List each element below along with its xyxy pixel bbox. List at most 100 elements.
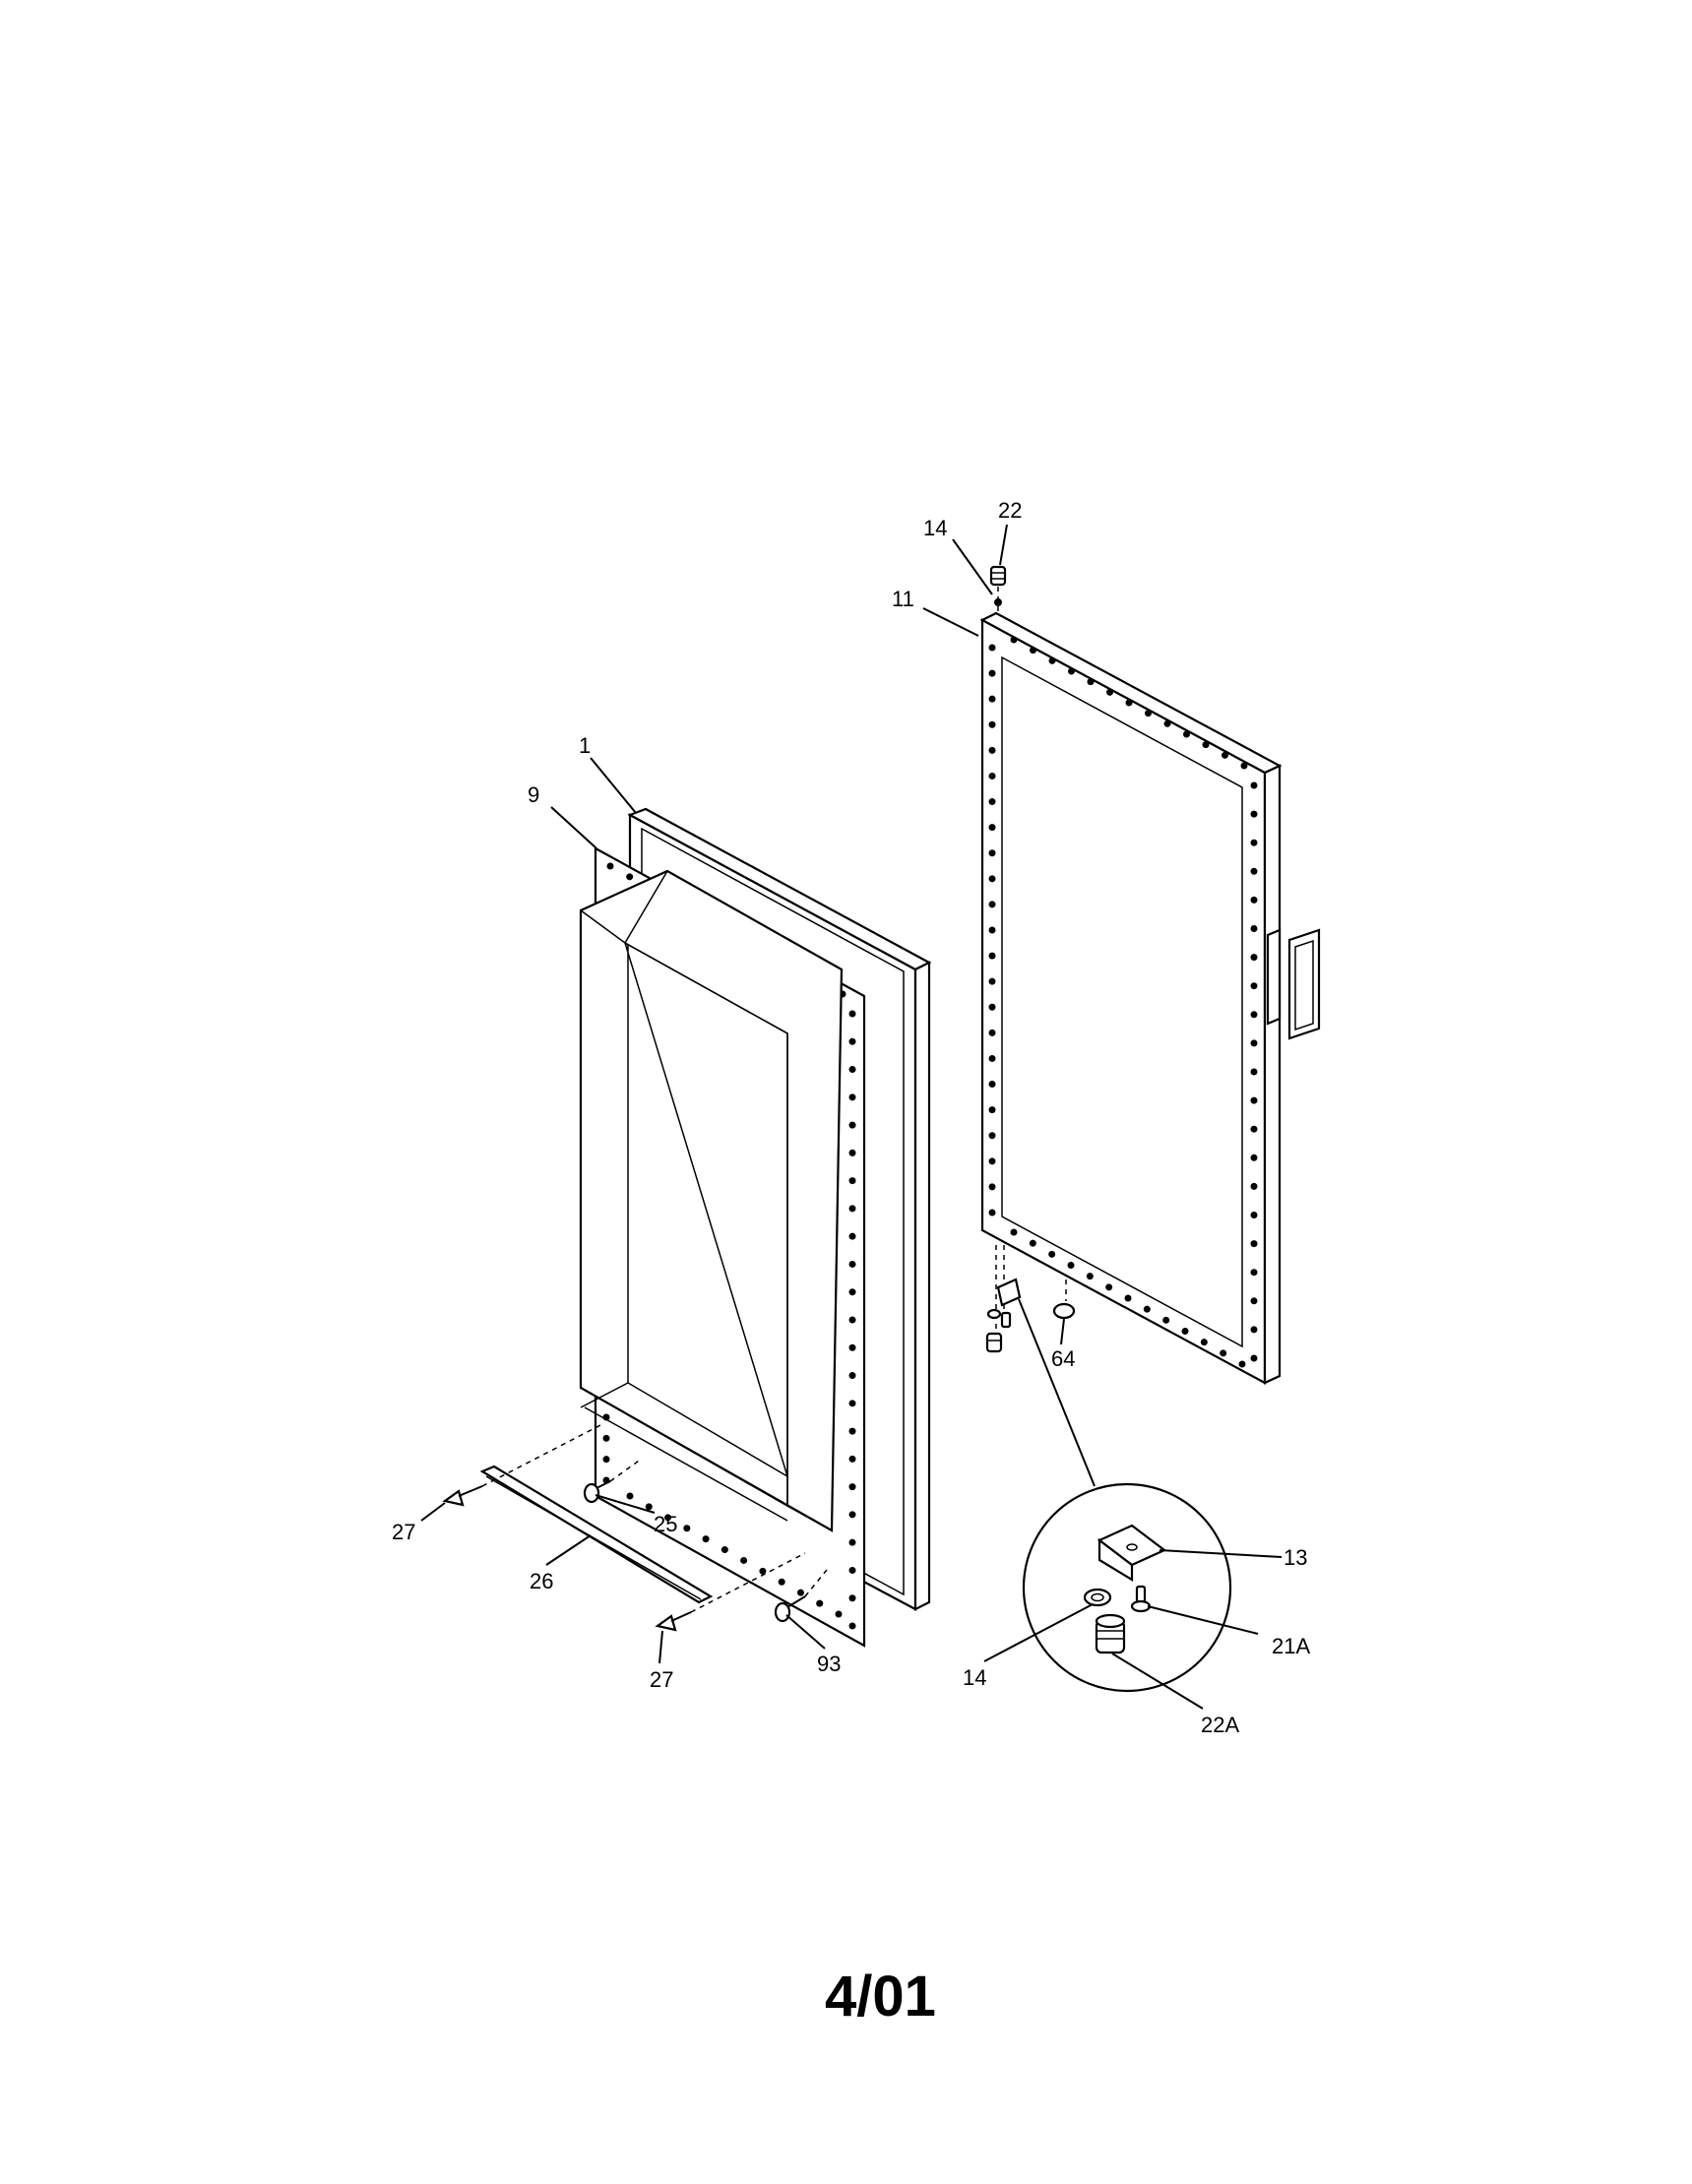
screw-hole	[848, 1538, 856, 1546]
screw-hole	[988, 1132, 996, 1140]
callout-13: 13	[1284, 1545, 1307, 1570]
screw-hole	[848, 1232, 856, 1240]
callout-93: 93	[817, 1652, 841, 1676]
screw-hole	[848, 1121, 856, 1129]
screw-hole	[816, 1599, 824, 1607]
screw-hole	[988, 746, 996, 754]
screw-hole	[1222, 751, 1228, 759]
screw-hole	[626, 1492, 634, 1500]
screw-hole	[1250, 1297, 1258, 1305]
screw-hole	[848, 1343, 856, 1351]
screw-hole	[1029, 1239, 1036, 1247]
callout-22-top: 22	[998, 498, 1022, 523]
callout-64: 64	[1051, 1346, 1075, 1371]
top-hinge-pin	[989, 565, 1007, 587]
screw-hole	[645, 1503, 653, 1511]
bottom-plug	[1052, 1302, 1076, 1320]
screw-hole	[988, 1209, 996, 1217]
callout-14-detail: 14	[963, 1665, 986, 1690]
screw-hole	[848, 1483, 856, 1491]
callout-21a: 21A	[1272, 1634, 1310, 1658]
screw-hole	[1086, 1273, 1094, 1280]
screw-hole	[988, 1106, 996, 1114]
screw-hole	[1048, 656, 1056, 664]
screw-hole	[1250, 867, 1258, 875]
screw-hole	[988, 1029, 996, 1036]
screw-hole	[988, 772, 996, 780]
screw-hole	[721, 1546, 728, 1554]
screw-hole	[988, 1157, 996, 1165]
screw-hole	[848, 1511, 856, 1519]
screw-hole	[1181, 1328, 1189, 1335]
screw-hole	[835, 1610, 843, 1618]
screw-hole	[848, 1455, 856, 1463]
bottom-hinge-parts	[985, 1245, 1022, 1353]
screw-hole	[848, 1066, 856, 1074]
screw-hole	[1143, 1305, 1151, 1313]
screw-hole	[1125, 699, 1133, 707]
footer-code: 4/01	[825, 1965, 936, 2028]
screw-hole	[1250, 982, 1258, 990]
screw-hole	[988, 926, 996, 934]
screw-hole	[1202, 741, 1210, 749]
screw-hole	[1250, 1212, 1258, 1218]
top-washer	[994, 598, 1002, 606]
inner-door-liner	[579, 846, 866, 1648]
callout-1: 1	[579, 733, 591, 758]
screw-hole	[740, 1556, 748, 1564]
screw-hole	[1200, 1339, 1208, 1346]
screw-hole	[1010, 1228, 1018, 1236]
screw-hole	[988, 1054, 996, 1062]
screw-hole	[988, 1081, 996, 1089]
screw-hole	[1250, 1039, 1258, 1047]
screw-hole	[988, 875, 996, 883]
screw-hole	[848, 1205, 856, 1213]
screw-hole	[1030, 647, 1036, 655]
screw-hole	[1250, 1125, 1258, 1133]
screw-hole	[1250, 1240, 1258, 1248]
screw-hole	[848, 1093, 856, 1101]
screw-hole	[988, 952, 996, 960]
screw-hole	[1048, 1250, 1056, 1258]
screw-hole	[1145, 710, 1152, 718]
callout-14-top: 14	[923, 516, 947, 540]
screw-hole	[1250, 1154, 1258, 1161]
screw-hole	[1162, 1316, 1170, 1324]
screw-hole	[848, 1400, 856, 1407]
screw-hole	[1250, 1182, 1258, 1190]
screw-hole	[848, 1149, 856, 1156]
screw-hole	[848, 1566, 856, 1574]
callout-27-left: 27	[392, 1520, 415, 1544]
screw-hole	[988, 695, 996, 703]
shelf-fasteners	[442, 1480, 806, 1632]
callout-22a: 22A	[1201, 1713, 1239, 1737]
screw-hole	[848, 1316, 856, 1324]
screw-hole	[664, 1514, 672, 1522]
screw-hole	[626, 873, 634, 881]
screw-hole	[606, 862, 614, 870]
screw-hole	[796, 1589, 804, 1596]
screw-hole	[759, 1567, 767, 1575]
screw-hole	[988, 849, 996, 857]
screw-hole	[848, 1177, 856, 1185]
screw-hole	[848, 1037, 856, 1045]
screw-hole	[1250, 1269, 1258, 1277]
screw-hole	[1068, 667, 1075, 675]
screw-hole	[1105, 1283, 1113, 1291]
callout-11: 11	[892, 587, 914, 611]
screw-hole	[988, 720, 996, 728]
screw-hole	[1163, 719, 1171, 727]
screw-hole	[602, 1434, 610, 1442]
screw-hole	[1250, 839, 1258, 846]
screw-hole	[848, 1260, 856, 1268]
screw-hole	[848, 1594, 856, 1602]
screw-hole	[1250, 925, 1258, 932]
screw-hole	[702, 1535, 710, 1543]
screw-hole	[778, 1578, 785, 1586]
screw-hole	[988, 1183, 996, 1191]
screw-hole	[1067, 1262, 1075, 1269]
screw-hole	[1087, 678, 1095, 686]
screw-hole	[1220, 1349, 1227, 1357]
shelf-bar	[479, 1465, 714, 1604]
